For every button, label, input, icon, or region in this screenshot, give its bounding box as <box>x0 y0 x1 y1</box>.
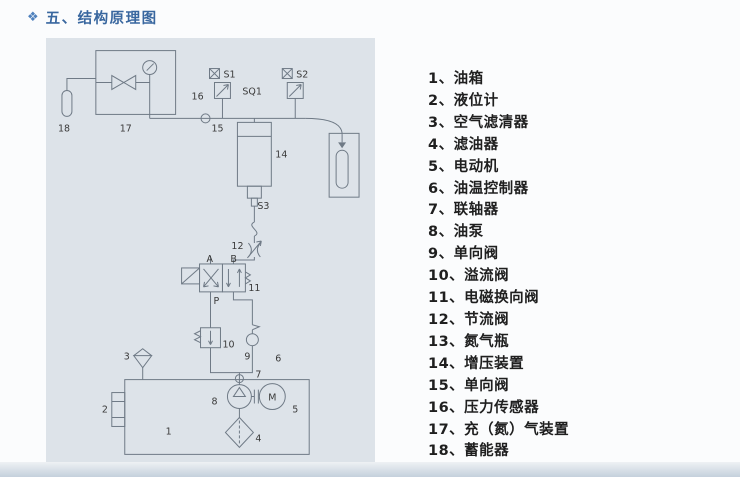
legend-item: 12、节流阀 <box>428 311 510 328</box>
label-14: 14 <box>275 149 287 160</box>
schematic-panel: 17 18 S1 S2 16 SQ1 15 <box>46 38 375 462</box>
label-5: 5 <box>292 405 298 416</box>
motor-5 <box>258 383 286 411</box>
label-s1: S1 <box>223 70 235 81</box>
oil-pump-8 <box>226 384 252 410</box>
relief-valve-10 <box>193 291 240 385</box>
legend-item: 17、充（氮）气装置 <box>428 421 570 438</box>
air-filter-3 <box>132 348 153 380</box>
legend-item: 4、滤油器 <box>428 136 499 153</box>
charging-device-17 <box>95 50 177 119</box>
legend-item: 13、氮气瓶 <box>428 333 510 350</box>
legend-item: 18、蓄能器 <box>428 443 510 460</box>
legend-item: 9、单向阀 <box>428 246 499 263</box>
pressure-sensor-s2 <box>281 68 304 119</box>
label-12: 12 <box>231 241 243 252</box>
legend-list: 1、油箱 2、液位计 3、空气滤清器 4、滤油器 5、电动机 6、油温控制器 7… <box>428 69 569 463</box>
diamond-bullet-icon: ❖ <box>27 10 39 25</box>
coupling-7 <box>251 389 259 404</box>
page-title: 五、结构原理图 <box>45 11 158 27</box>
label-port-p: P <box>213 296 219 307</box>
check-valve-9 <box>234 374 244 384</box>
main-pressure-line <box>149 117 343 135</box>
label-17: 17 <box>120 123 132 134</box>
temp-controller-6 <box>232 291 261 374</box>
legend-item: 15、单向阀 <box>428 377 510 394</box>
check-valve-15 <box>200 113 211 124</box>
label-15: 15 <box>211 123 223 134</box>
legend-item: 2、液位计 <box>428 92 499 109</box>
hose-and-throttle-12 <box>232 206 262 264</box>
label-motor-m: M <box>268 393 276 404</box>
label-port-b: B <box>230 254 237 265</box>
legend-item: 3、空气滤清器 <box>428 114 529 131</box>
accumulator-18 <box>61 78 96 117</box>
label-s3: S3 <box>257 201 269 212</box>
label-1: 1 <box>166 426 172 437</box>
legend-item: 8、油泵 <box>428 224 484 241</box>
legend-item: 14、增压装置 <box>428 355 525 372</box>
label-port-a: A <box>207 254 214 265</box>
label-2: 2 <box>102 405 108 416</box>
pressure-sensor-s1 <box>209 68 231 119</box>
legend-item: 11、电磁换向阀 <box>428 290 540 307</box>
label-8: 8 <box>211 397 217 408</box>
level-gauge-2 <box>111 392 126 427</box>
label-3: 3 <box>124 352 130 363</box>
label-16: 16 <box>192 91 204 102</box>
bottom-gradient-bar <box>0 462 740 477</box>
label-s2: S2 <box>296 70 308 81</box>
label-sq1: SQ1 <box>242 86 261 97</box>
legend-item: 5、电动机 <box>428 158 499 175</box>
oil-tank-1 <box>124 379 310 455</box>
hydraulic-schematic: 17 18 S1 S2 16 SQ1 15 <box>58 50 360 455</box>
label-6: 6 <box>275 354 281 365</box>
oil-filter-4 <box>224 408 255 449</box>
legend-item: 16、压力传感器 <box>428 399 540 416</box>
label-11: 11 <box>248 283 260 294</box>
legend-item: 1、油箱 <box>428 71 484 87</box>
legend-item: 7、联轴器 <box>428 202 499 219</box>
legend-item: 6、油温控制器 <box>428 180 529 197</box>
booster-cylinder-14 <box>236 118 272 207</box>
label-9: 9 <box>244 352 250 363</box>
label-10: 10 <box>222 340 234 351</box>
label-18: 18 <box>58 123 70 134</box>
label-4: 4 <box>255 433 261 444</box>
page-header: ❖ 五、结构原理图 <box>27 7 158 28</box>
nitrogen-bottle-13 <box>328 132 360 198</box>
label-7: 7 <box>255 370 261 381</box>
legend-item: 10、溢流阀 <box>428 268 510 285</box>
directional-valve-11 <box>181 255 252 293</box>
